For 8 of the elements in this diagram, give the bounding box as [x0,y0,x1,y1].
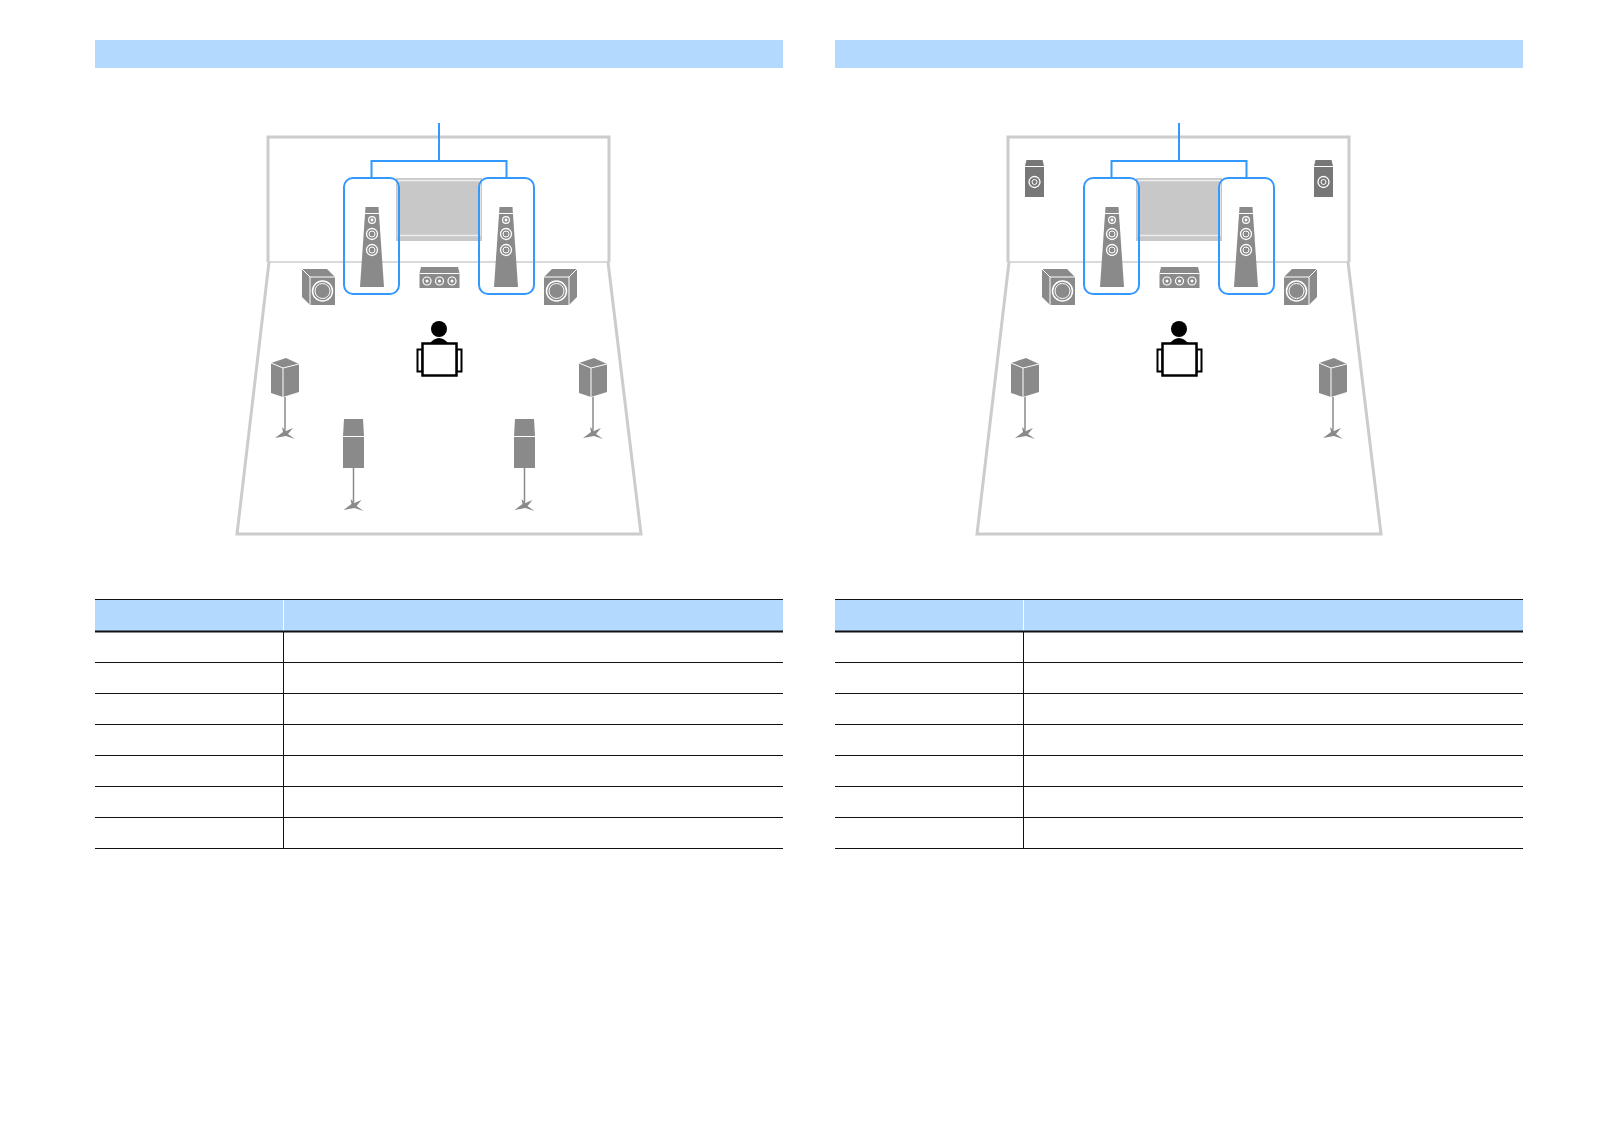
highlight-frame [478,177,535,295]
heading-bar [95,40,783,68]
highlight-frame [343,177,400,295]
heading-bar [835,40,1523,68]
highlight-frame [1218,177,1275,295]
highlight-frame [1083,177,1140,295]
leader-line [1178,122,1248,178]
leader-line [438,122,508,178]
